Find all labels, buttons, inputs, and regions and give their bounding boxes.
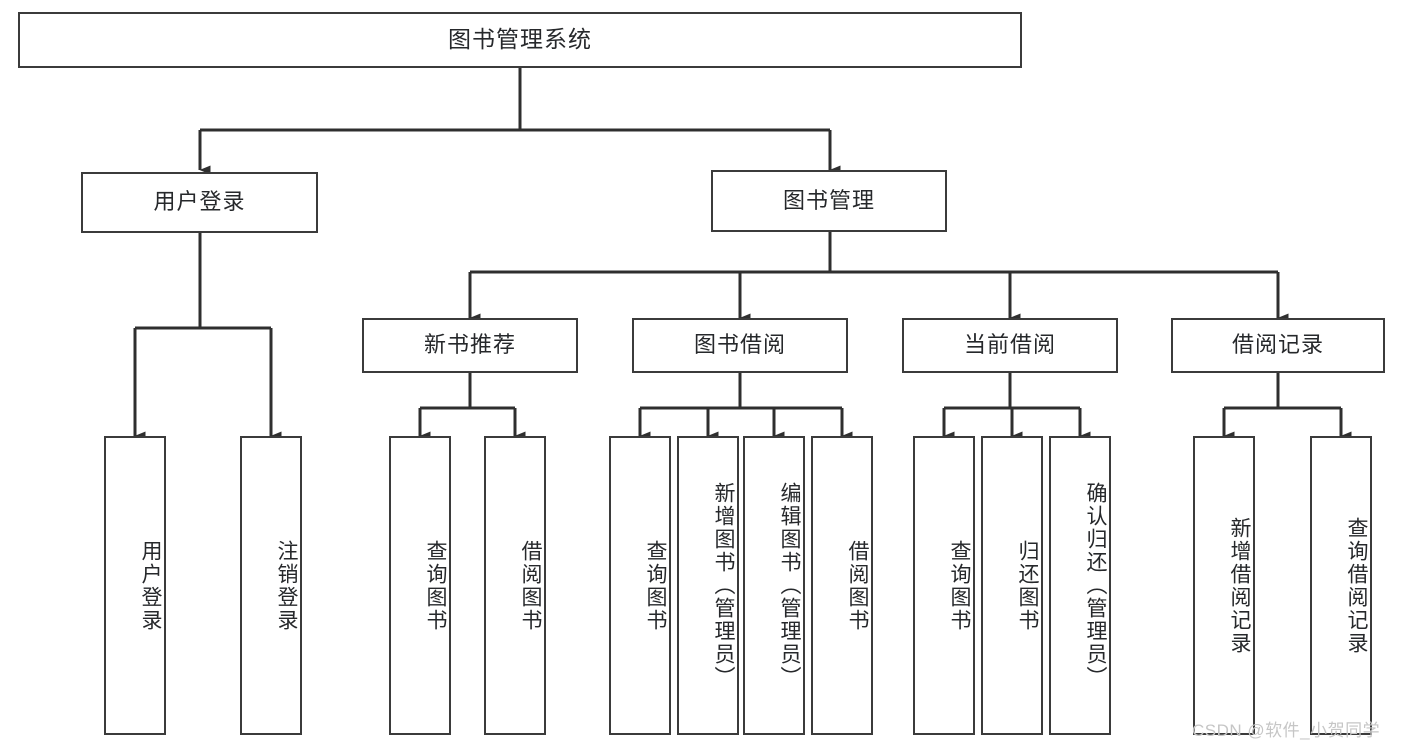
node-label: 查询图书 — [424, 539, 447, 632]
node-label: 查询借阅记录 — [1345, 516, 1368, 655]
leaf-new-book-query-book[interactable]: 查询图书 — [389, 436, 451, 735]
node-label: 新增图书（管理员） — [712, 482, 735, 689]
node-user-login[interactable]: 用户登录 — [81, 172, 318, 233]
node-label: 归还图书 — [1016, 539, 1039, 632]
node-label: 确认归还（管理员） — [1084, 482, 1107, 689]
node-label: 查询图书 — [644, 539, 667, 632]
leaf-borrow-record-add-record[interactable]: 新增借阅记录 — [1193, 436, 1255, 735]
node-label: 借阅记录 — [1231, 332, 1324, 358]
node-label: 借阅图书 — [519, 539, 542, 632]
node-label: 借阅图书 — [846, 539, 869, 632]
node-label: 新增借阅记录 — [1228, 516, 1251, 655]
leaf-borrow-record-query-record[interactable]: 查询借阅记录 — [1310, 436, 1372, 735]
leaf-book-borrow-add-book-admin[interactable]: 新增图书（管理员） — [677, 436, 739, 735]
node-book-borrow[interactable]: 图书借阅 — [632, 318, 848, 373]
leaf-user-login-login[interactable]: 用户登录 — [104, 436, 166, 735]
node-label: 查询图书 — [948, 539, 971, 632]
node-book-management[interactable]: 图书管理 — [711, 170, 947, 232]
node-label: 用户登录 — [139, 539, 162, 632]
leaf-current-borrow-query-book[interactable]: 查询图书 — [913, 436, 975, 735]
node-current-borrow[interactable]: 当前借阅 — [902, 318, 1118, 373]
node-label: 图书管理 — [782, 187, 875, 213]
node-label: 用户登录 — [153, 189, 246, 215]
node-label: 新书推荐 — [423, 332, 516, 358]
node-label: 图书管理系统 — [448, 26, 592, 53]
leaf-book-borrow-query-book[interactable]: 查询图书 — [609, 436, 671, 735]
node-label: 编辑图书（管理员） — [778, 482, 801, 689]
node-borrow-record[interactable]: 借阅记录 — [1171, 318, 1385, 373]
node-label: 当前借阅 — [963, 332, 1056, 358]
leaf-new-book-borrow-book[interactable]: 借阅图书 — [484, 436, 546, 735]
csdn-watermark: CSDN @软件_小贺同学 — [1192, 721, 1381, 740]
leaf-user-login-logout[interactable]: 注销登录 — [240, 436, 302, 735]
leaf-book-borrow-borrow-book[interactable]: 借阅图书 — [811, 436, 873, 735]
node-label: 图书借阅 — [693, 332, 786, 358]
leaf-book-borrow-edit-book-admin[interactable]: 编辑图书（管理员） — [743, 436, 805, 735]
node-root-library-system[interactable]: 图书管理系统 — [18, 12, 1022, 68]
leaf-current-borrow-return-book[interactable]: 归还图书 — [981, 436, 1043, 735]
node-new-book-recommend[interactable]: 新书推荐 — [362, 318, 578, 373]
node-label: 注销登录 — [275, 539, 298, 632]
leaf-current-borrow-confirm-return-admin[interactable]: 确认归还（管理员） — [1049, 436, 1111, 735]
